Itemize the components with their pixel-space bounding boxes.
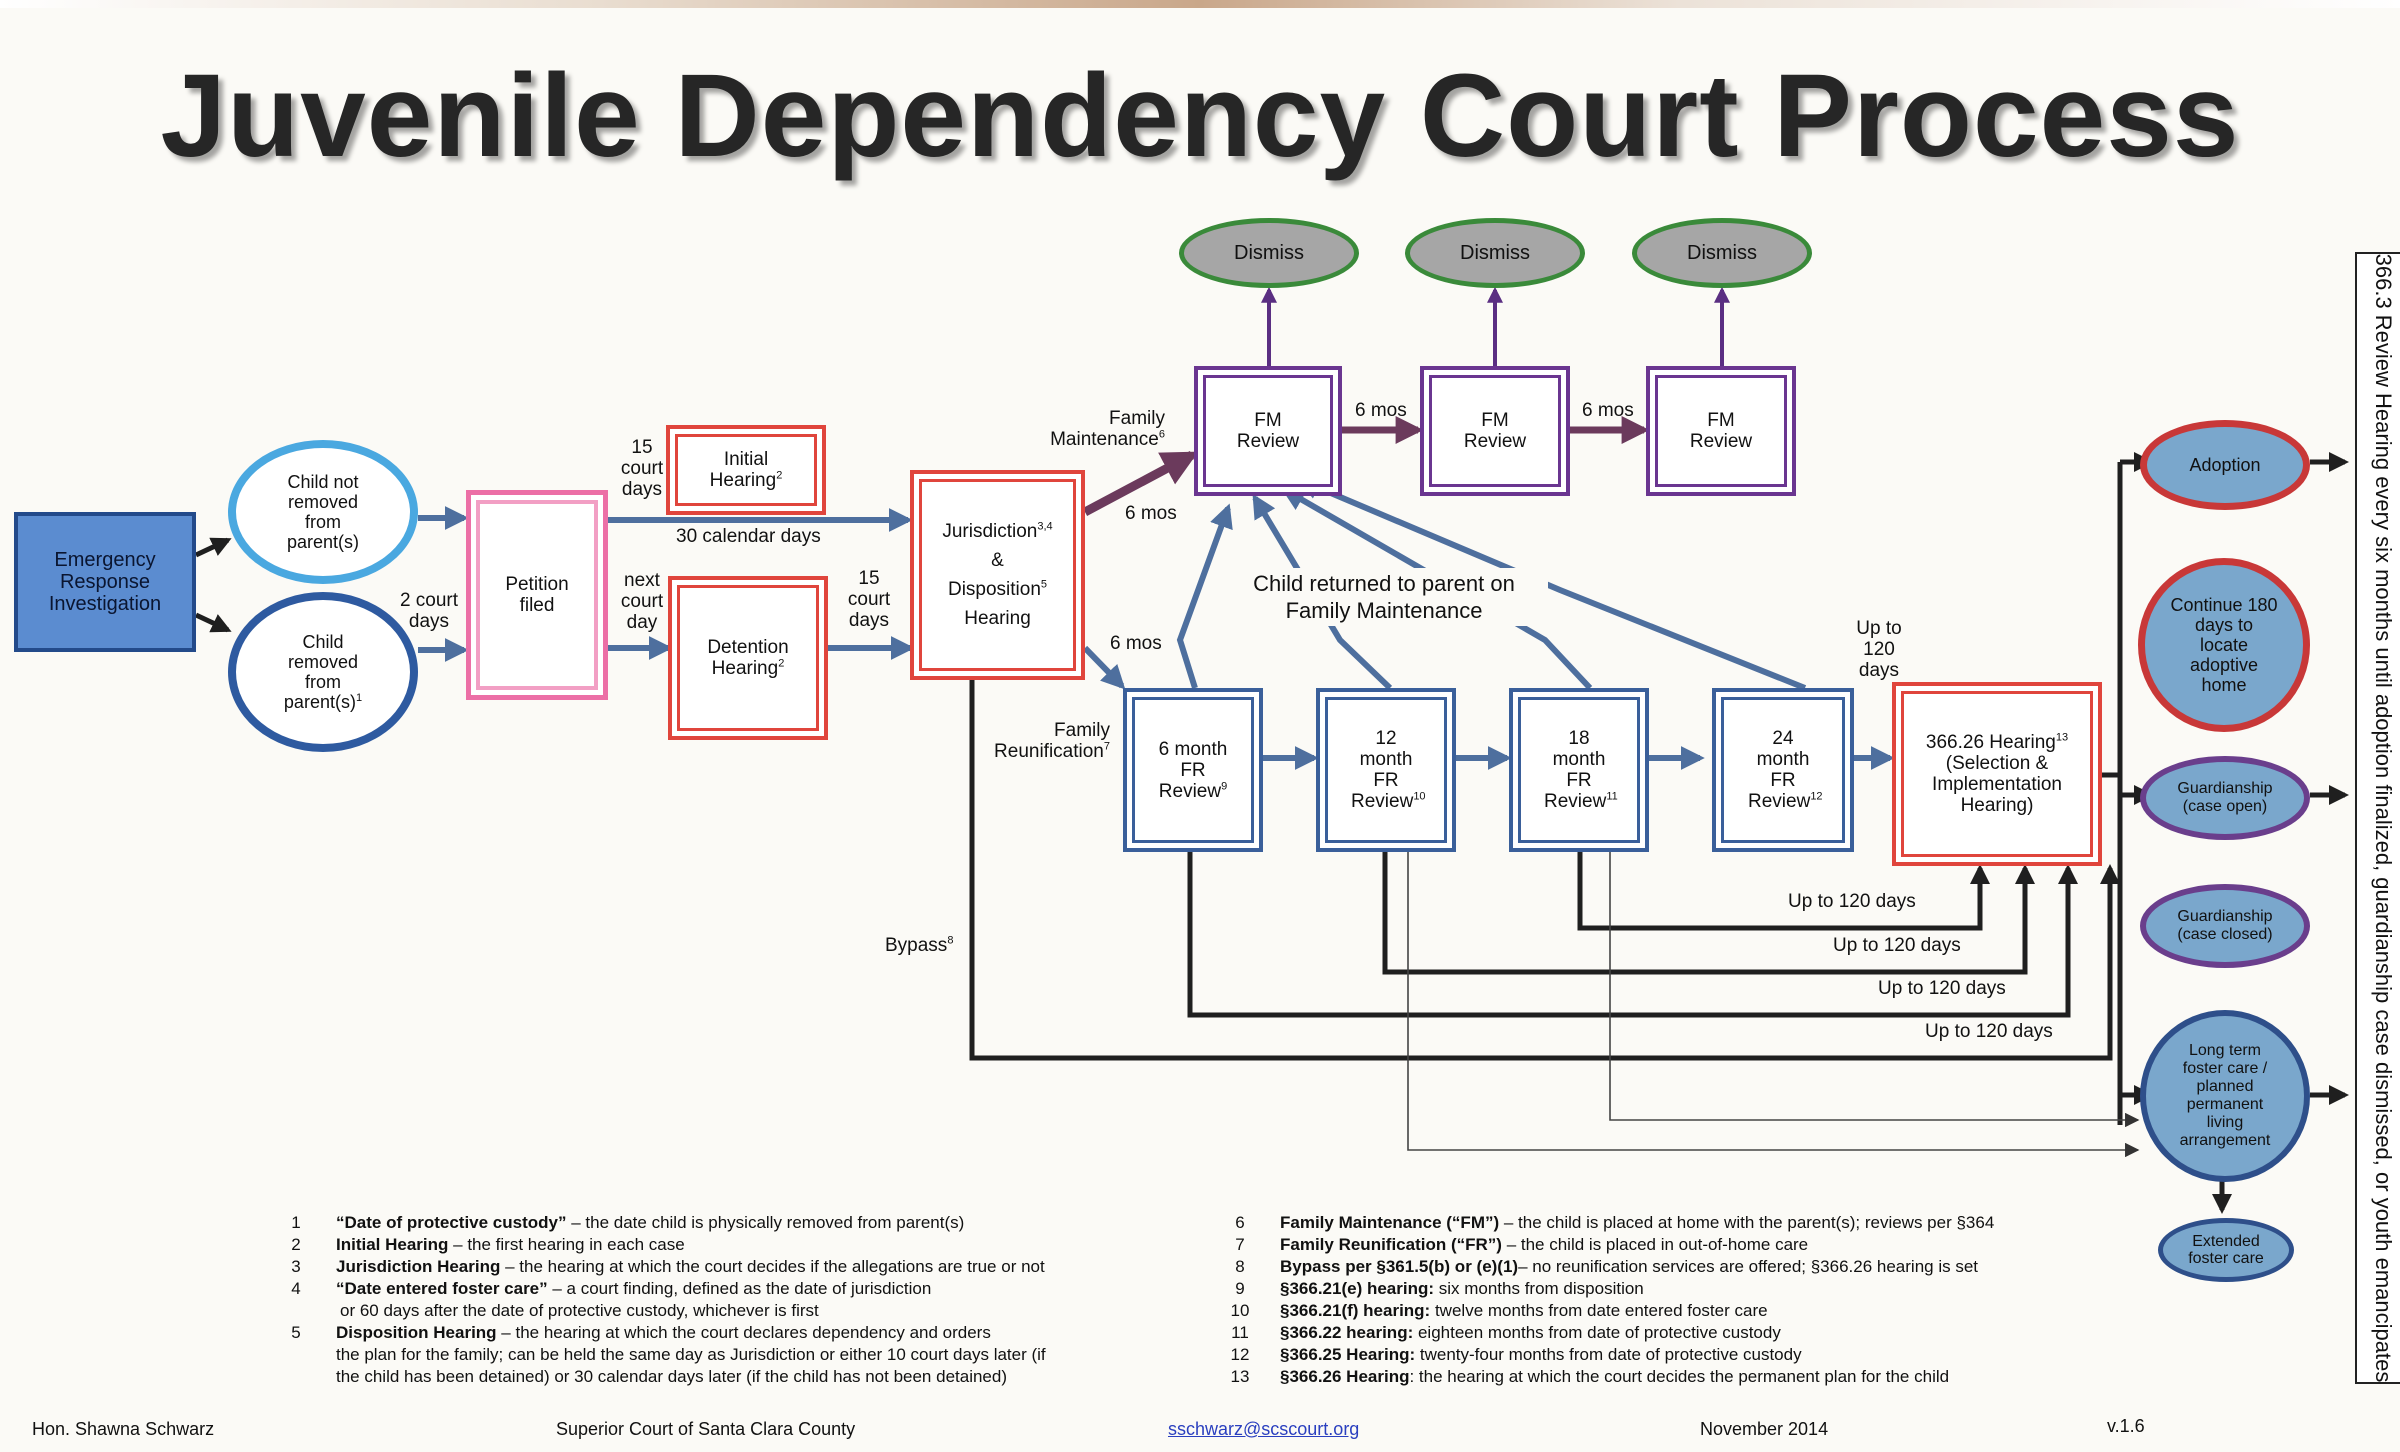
footer-judge: Hon. Shawna Schwarz <box>32 1419 215 1439</box>
fifteen-court-days-label: 15 court days <box>620 437 664 500</box>
footnote-text: §366.22 hearing: eighteen months from da… <box>1280 1323 1781 1342</box>
arrow-fr18-upto120 <box>1577 852 1990 931</box>
fm-review-box-1: FM Review <box>1194 366 1342 496</box>
arrow-fr18-to-fm <box>1280 487 1593 691</box>
fr-review-6-month-box: 6 month FR Review9 <box>1123 688 1263 852</box>
six-mos-label-2: 6 mos <box>1582 400 1634 421</box>
footnote-number: 5 <box>291 1323 301 1342</box>
footnote-number: 4 <box>291 1279 301 1298</box>
selection-implementation-hearing-box: 366.26 Hearing13 (Selection & Implementa… <box>1892 682 2102 866</box>
footnote-number: 2 <box>291 1235 301 1254</box>
fr-review-18-month-box: 18 month FR Review11 <box>1509 688 1649 852</box>
guardianship-case-open-oval: Guardianship (case open) <box>2140 756 2310 840</box>
footnote-text: §366.25 Hearing: twenty-four months from… <box>1280 1345 1802 1364</box>
footnote-number: 6 <box>1235 1213 1245 1232</box>
arrow-fr12-to-fm <box>1252 493 1393 691</box>
detention-hearing-box: Detention Hearing2 <box>668 576 828 740</box>
page-title: Juvenile Dependency Court Process <box>160 50 2240 182</box>
up-to-120-days-label-4: Up to 120 days <box>1925 1021 2053 1042</box>
footer-version: v.1.6 <box>2107 1416 2145 1436</box>
footnote-number: 13 <box>1230 1367 1250 1386</box>
two-court-days-label: 2 court days <box>399 590 459 632</box>
footnote-text: §366.26 Hearing: the hearing at which th… <box>1280 1367 1950 1386</box>
fr-review-24-month-box: 24 month FR Review12 <box>1712 688 1854 852</box>
footnote-text: §366.21(e) hearing: six months from disp… <box>1280 1279 1644 1298</box>
petition-filed-box: Petition filed <box>466 490 608 700</box>
family-maintenance-label: Family Maintenance6 <box>1050 408 1165 450</box>
arrow-fr12-upto120 <box>1382 852 2035 975</box>
footnote-number: 11 <box>1231 1323 1249 1342</box>
up-to-120-days-label: Up to 120 days <box>1856 618 1902 681</box>
footnote-text: Family Maintenance (“FM”) – the child is… <box>1280 1213 1995 1232</box>
arrow-bypass <box>969 680 2120 1061</box>
footnote-text: Family Reunification (“FR”) – the child … <box>1280 1235 1809 1254</box>
guardianship-case-closed-oval: Guardianship (case closed) <box>2140 884 2310 968</box>
footer-court: Superior Court of Santa Clara County <box>556 1419 856 1439</box>
family-reunification-label: Family Reunification7 <box>994 720 1110 762</box>
continue-180-days-oval: Continue 180 days to locate adoptive hom… <box>2138 558 2310 732</box>
footer-date: November 2014 <box>1700 1419 1829 1439</box>
arrow-fr24-to-fm <box>1295 476 1807 691</box>
footnote-text: Initial Hearing – the first hearing in e… <box>336 1235 685 1254</box>
footnote-text: §366.21(f) hearing: twelve months from d… <box>1280 1301 1768 1320</box>
footnote-text: Jurisdiction Hearing – the hearing at wh… <box>336 1257 1045 1276</box>
top-paper-strip <box>0 0 2400 8</box>
next-court-day-label: next court day <box>620 570 664 633</box>
dismiss-oval-2: Dismiss <box>1405 218 1585 288</box>
arrow-emergency-to-removed <box>194 612 232 633</box>
footer-email-link[interactable]: sschwarz@scscourt.org <box>1168 1419 1360 1439</box>
side-note-text: 366.3 Review Hearing every six months un… <box>2371 253 2396 1383</box>
footnote-number: 7 <box>1235 1235 1245 1254</box>
footnote-text: Bypass per §361.5(b) or (e)(1)– no reuni… <box>1280 1257 1979 1276</box>
arrow-fr6-to-fm <box>1176 503 1233 689</box>
footnote-number: 3 <box>291 1257 301 1276</box>
child-removed-oval: Child removed from parent(s)1 <box>228 592 418 752</box>
six-mos-label-fr: 6 mos <box>1110 633 1162 654</box>
review-hearing-side-note: 366.3 Review Hearing every six months un… <box>2355 252 2400 1384</box>
initial-hearing-box: Initial Hearing2 <box>666 425 826 515</box>
dismiss-oval-1: Dismiss <box>1179 218 1359 288</box>
child-not-removed-oval: Child not removed from parent(s) <box>228 440 418 584</box>
footnote-text: Disposition Hearing – the hearing at whi… <box>336 1323 1046 1386</box>
long-term-foster-care-oval: Long term foster care / planned permanen… <box>2140 1010 2310 1182</box>
child-returned-label: Child returned to parent on Family Maint… <box>1220 568 1548 626</box>
arrow-fr6-upto120 <box>1187 852 2078 1018</box>
adoption-oval: Adoption <box>2140 420 2310 510</box>
fm-review-box-2: FM Review <box>1420 366 1570 496</box>
six-mos-label-1: 6 mos <box>1355 400 1407 421</box>
footnote-text: “Date entered foster care” – a court fin… <box>336 1279 932 1320</box>
footnote-number: 12 <box>1230 1345 1250 1364</box>
arrow-jurisdiction-to-6mo <box>1082 645 1126 690</box>
arrow-emergency-to-not-removed <box>194 537 232 558</box>
arrow-jurisdiction-to-fm <box>1082 451 1199 516</box>
extended-foster-care-oval: Extended foster care <box>2158 1218 2294 1282</box>
thirty-calendar-days-label: 30 calendar days <box>676 526 821 547</box>
six-mos-label-fm: 6 mos <box>1125 503 1177 524</box>
up-to-120-days-label-3: Up to 120 days <box>1878 978 2006 999</box>
arrow-fr12-to-ltfc <box>1407 852 2140 1158</box>
footnote-number: 1 <box>291 1213 301 1232</box>
arrow-fr24-to-ltfc <box>1609 852 2140 1128</box>
fm-review-box-3: FM Review <box>1646 366 1796 496</box>
footnote-number: 10 <box>1230 1301 1250 1320</box>
footnote-text: “Date of protective custody” – the date … <box>336 1213 965 1232</box>
footnote-number: 8 <box>1235 1257 1245 1276</box>
fifteen-court-days-label-2: 15 court days <box>847 568 891 631</box>
emergency-response-box: Emergency Response Investigation <box>14 512 196 652</box>
fr-review-12-month-box: 12 month FR Review10 <box>1316 688 1456 852</box>
up-to-120-days-label-2: Up to 120 days <box>1833 935 1961 956</box>
footnote-number: 9 <box>1235 1279 1245 1298</box>
up-to-120-days-label-1: Up to 120 days <box>1788 891 1916 912</box>
dismiss-oval-3: Dismiss <box>1632 218 1812 288</box>
bypass-label: Bypass8 <box>885 934 954 956</box>
jurisdiction-disposition-box: Jurisdiction3,4 & Disposition5 Hearing <box>910 470 1085 680</box>
